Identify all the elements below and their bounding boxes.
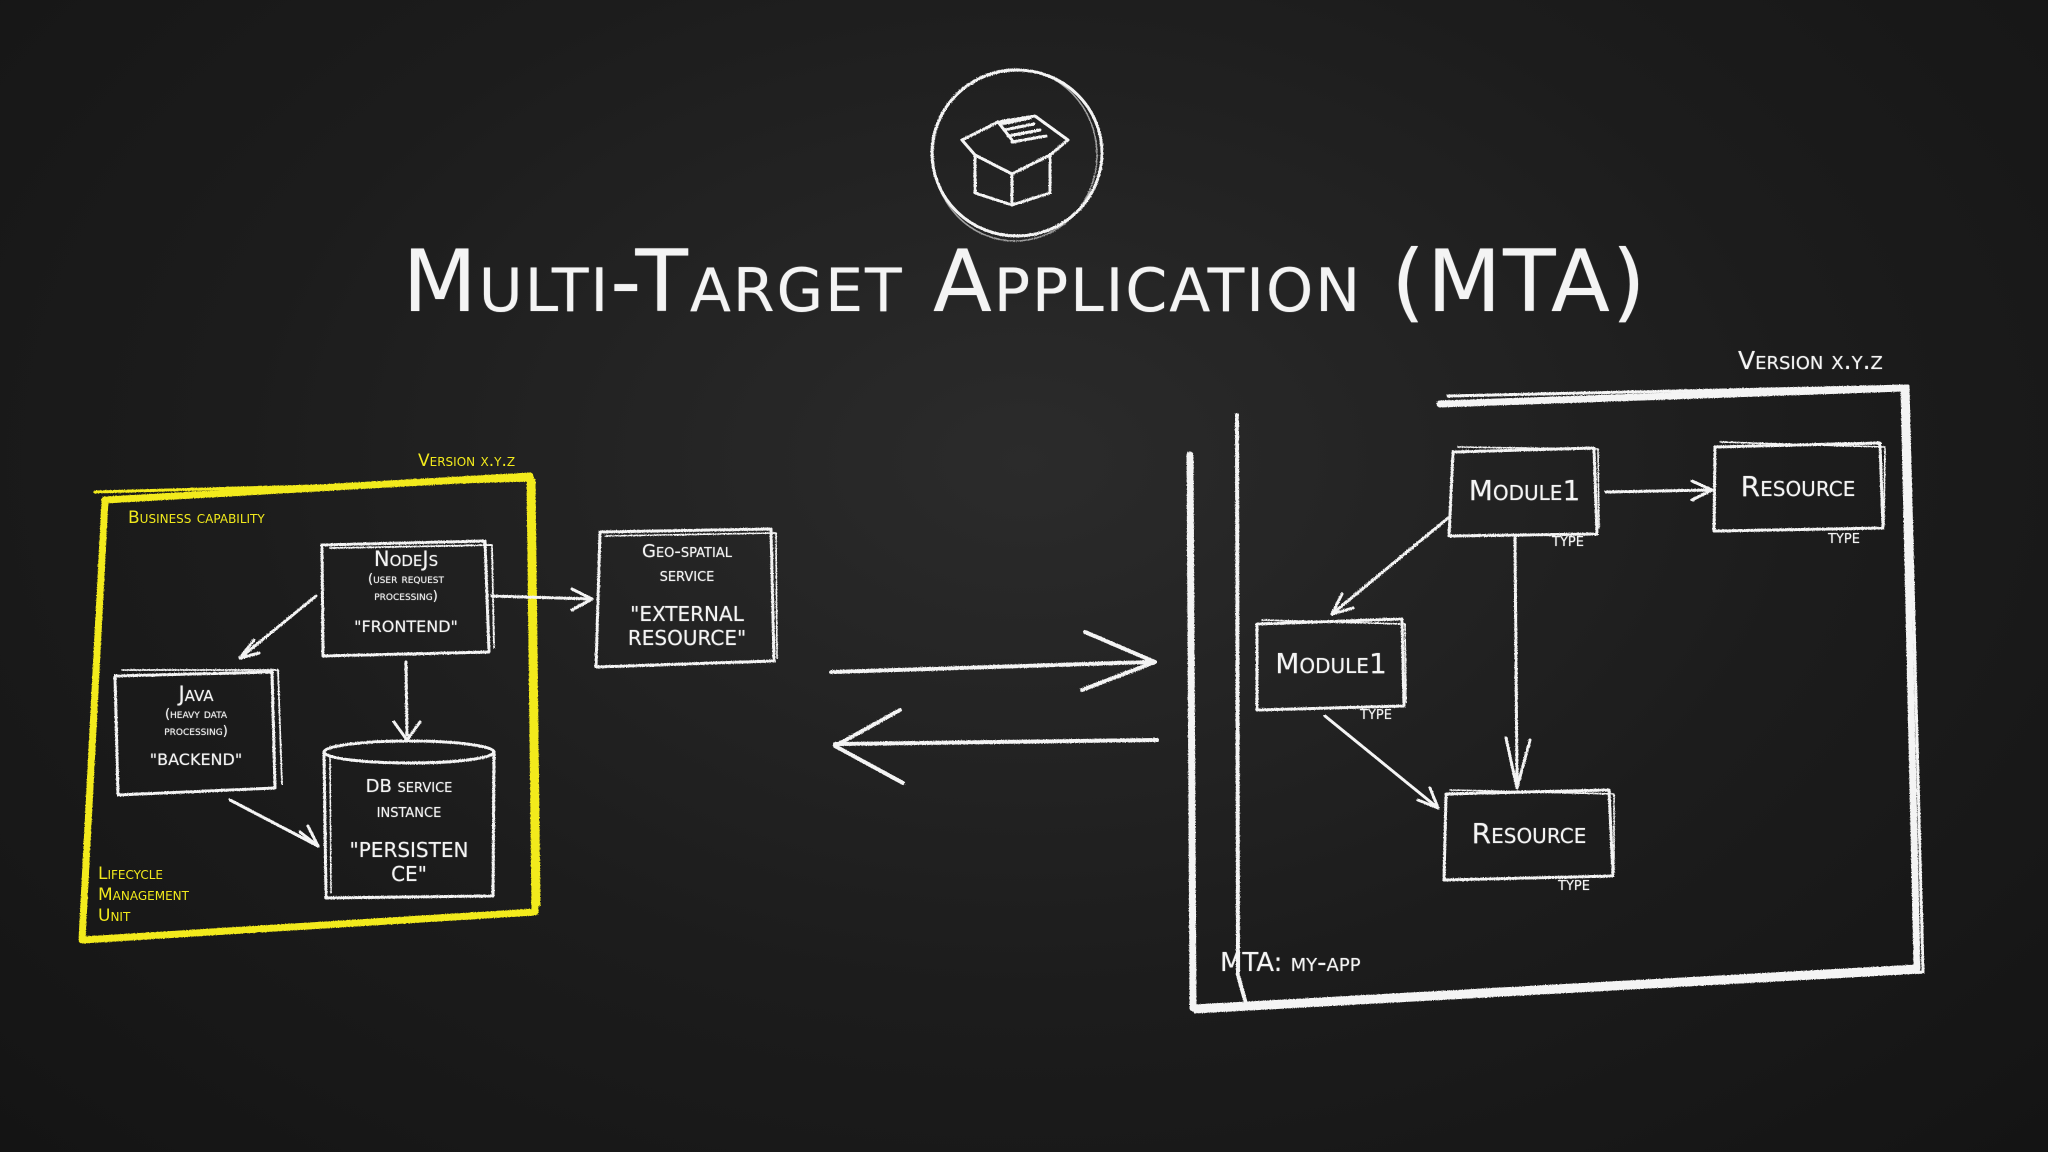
module-left-box [1255,617,1407,712]
module-left-type: type [1360,703,1392,724]
db-label: DB service instance "PERSISTEN CE" [326,774,492,886]
nodejs-role: "FRONTEND" [354,617,458,636]
java-label: Java (heavy data processing) "BACKEND" [118,682,274,769]
resource-top-label: Resource [1740,470,1856,503]
java-title: Java [178,682,214,706]
resource-bottom-type: type [1558,874,1590,895]
module-top-type: type [1552,530,1584,551]
db-title: DB service instance [365,776,453,822]
geo-role: "EXTERNAL RESOURCE" [627,602,747,650]
nodejs-box [320,539,495,658]
module-top-label: Module1 [1468,474,1581,507]
resource-bottom-box [1442,788,1615,882]
db-role: "PERSISTEN CE" [349,838,469,886]
right-version-label: Version x.y.z [1738,346,1883,375]
mta-frame [1186,384,1925,1014]
mta-name-label: MTA: my-app [1220,948,1361,978]
module-top-box [1447,446,1600,538]
page-title: Multi-Target Application (MTA) [402,232,1648,332]
java-role: "BACKEND" [149,750,243,769]
lifecycle-unit-frame [78,472,541,944]
resource-top-type: type [1828,527,1860,548]
module-left-label: Module1 [1275,647,1387,680]
resource-top-box [1712,441,1886,533]
java-desc: (heavy data processing) [164,707,228,739]
db-cylinder [322,739,496,900]
open-box-icon [930,68,1104,242]
geo-service-box [594,527,778,669]
geo-title: Geo-spatial service [642,541,732,586]
nodejs-desc: (user request processing) [368,572,444,604]
java-box [113,669,283,797]
sync-arrows [829,630,1159,785]
resource-bottom-label: Resource [1471,817,1587,850]
left-arrows [228,587,594,848]
nodejs-label: NodeJs (user request processing) "FRONTE… [326,547,486,636]
business-capability-label: Business capability [128,508,265,528]
mta-arrows [1323,479,1714,810]
lifecycle-management-label: Lifecycle Management Unit [98,864,189,926]
left-version-label: Version x.y.z [418,451,516,471]
geo-label: Geo-spatial service "EXTERNAL RESOURCE" [602,540,772,650]
nodejs-title: NodeJs [373,547,439,571]
